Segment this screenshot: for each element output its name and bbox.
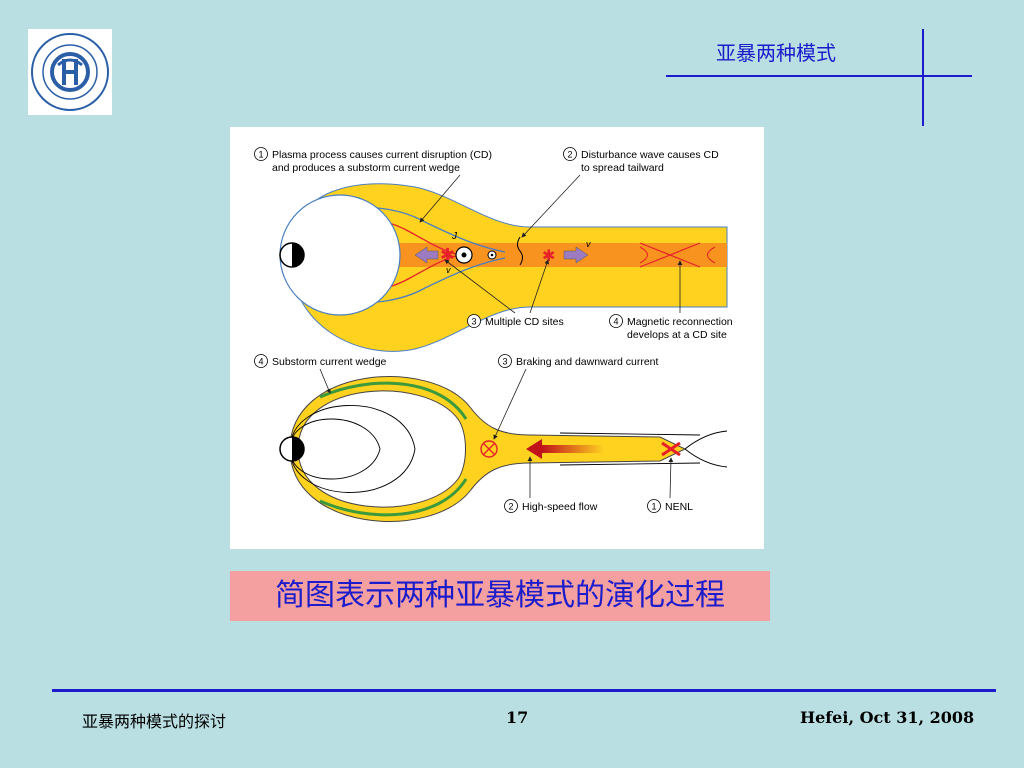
top-label-2: 2 Disturbance wave causes CD to spread t…	[563, 147, 719, 174]
bottom-nenl-x	[661, 441, 681, 457]
bottom-braking-circle-icon	[480, 440, 498, 458]
svg-text:Plasma process causes current: Plasma process causes current disruption…	[272, 149, 492, 161]
substorm-diagram-svg: ✱ J v ✱ v 1 Plasma process causes curren…	[254, 147, 733, 522]
svg-text:3: 3	[502, 357, 507, 367]
top-plasma-sheet	[289, 183, 728, 352]
top-label-3: 3 Multiple CD sites	[467, 314, 564, 328]
university-seal-icon	[31, 33, 109, 111]
top-j-label: J	[451, 231, 458, 242]
svg-text:2: 2	[567, 150, 572, 160]
svg-text:High-speed flow: High-speed flow	[522, 501, 598, 513]
svg-text:Multiple CD sites: Multiple CD sites	[485, 316, 564, 328]
top-cd-star-2: ✱	[542, 248, 555, 265]
svg-text:1: 1	[651, 502, 656, 512]
top-wave-front	[517, 236, 523, 266]
header-divider	[666, 75, 972, 77]
svg-text:4: 4	[613, 317, 618, 327]
top-label-4: 4 Magnetic reconnection develops at a CD…	[609, 314, 733, 341]
footer-date: Hefei, Oct 31, 2008	[800, 708, 975, 727]
svg-text:Magnetic reconnection: Magnetic reconnection	[627, 316, 733, 328]
substorm-diagram: ✱ J v ✱ v 1 Plasma process causes curren…	[230, 127, 764, 549]
bottom-label-2: 2 High-speed flow	[504, 499, 598, 513]
svg-text:to spread tailward: to spread tailward	[581, 162, 664, 174]
bottom-panel: 4 Substorm current wedge 3 Braking and d…	[254, 354, 728, 522]
bottom-wedge-green-top	[319, 381, 468, 420]
svg-text:Substorm current wedge: Substorm current wedge	[272, 356, 387, 368]
bottom-label-3: 3 Braking and dawnward current	[498, 354, 658, 368]
page-number: 17	[506, 708, 529, 727]
svg-text:Braking and dawnward current: Braking and dawnward current	[516, 356, 658, 368]
svg-text:2: 2	[508, 502, 513, 512]
top-v-label-right: v	[586, 239, 591, 249]
footer-title: 亚暴两种模式的探讨	[82, 712, 227, 731]
svg-text:4: 4	[258, 357, 263, 367]
university-logo	[28, 29, 112, 115]
svg-text:Disturbance wave causes CD: Disturbance wave causes CD	[581, 149, 719, 161]
header-vertical-divider	[922, 29, 924, 126]
top-cd-star: ✱	[440, 245, 455, 265]
figure-caption: 简图表示两种亚暴模式的演化过程	[230, 571, 770, 621]
svg-text:3: 3	[471, 317, 476, 327]
header-title: 亚暴两种模式	[716, 41, 836, 65]
top-purple-arrow-right	[563, 246, 589, 264]
top-panel: ✱ J v ✱ v 1 Plasma process causes curren…	[254, 147, 733, 352]
svg-text:NENL: NENL	[665, 501, 693, 513]
svg-text:and produces a substorm curren: and produces a substorm current wedge	[272, 162, 460, 174]
bottom-flow-arrow	[526, 439, 542, 459]
top-purple-arrow-left	[414, 246, 439, 264]
bottom-label-4: 4 Substorm current wedge	[254, 354, 387, 368]
top-reconnection-x	[639, 242, 701, 268]
svg-text:1: 1	[258, 150, 263, 160]
bottom-wedge-green-bottom	[319, 478, 468, 517]
svg-text:develops at a CD site: develops at a CD site	[627, 329, 727, 341]
top-v-label-left: v	[446, 265, 451, 275]
top-label-1: 1 Plasma process causes current disrupti…	[254, 147, 492, 174]
footer-divider	[52, 689, 996, 692]
bottom-label-1: 1 NENL	[647, 499, 693, 513]
